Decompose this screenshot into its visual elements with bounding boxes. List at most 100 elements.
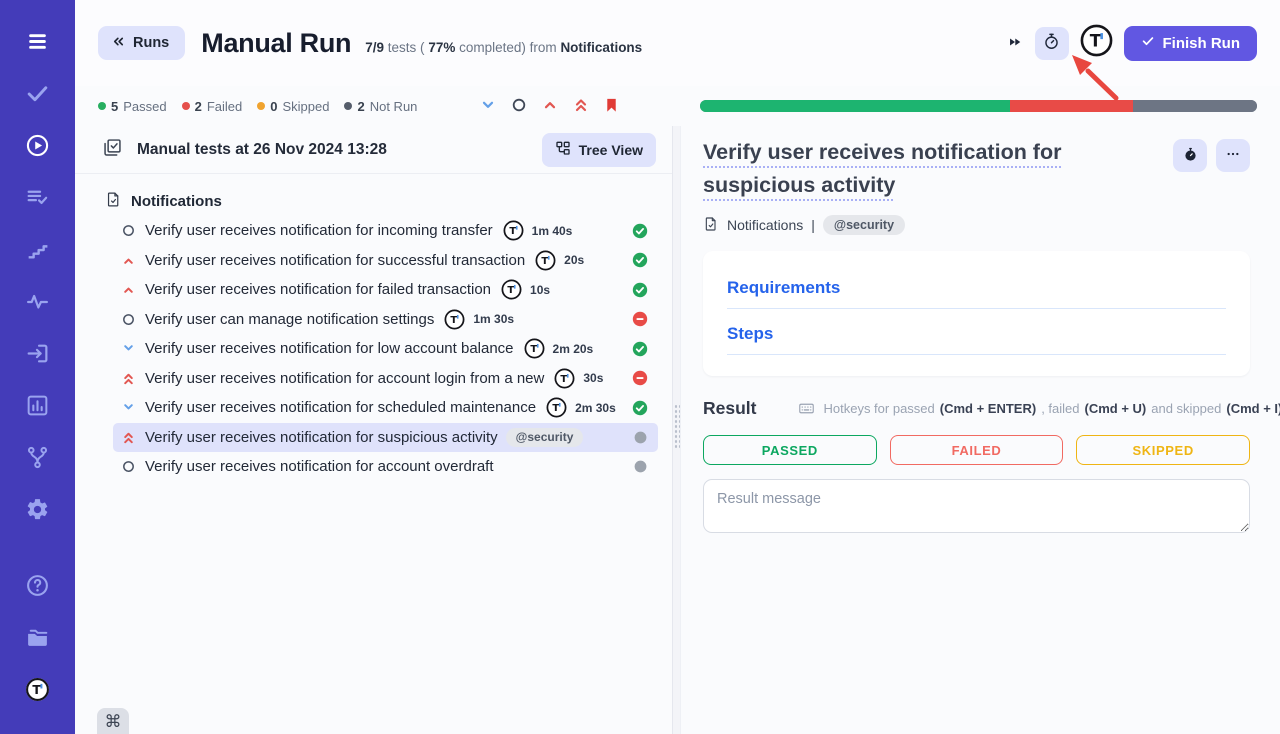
- sidebar-item-folders[interactable]: [0, 611, 75, 663]
- timer-button[interactable]: [1034, 26, 1069, 60]
- resizer-handle-icon: [674, 404, 680, 450]
- test-row[interactable]: Verify user receives notification for su…: [113, 422, 658, 452]
- testomat-logo-icon: T: [524, 338, 545, 359]
- test-title: Verify user receives notification for ac…: [145, 369, 545, 387]
- sidebar-item-steps[interactable]: [0, 223, 75, 275]
- status-passed-icon: [632, 341, 648, 357]
- sidebar-item-menu[interactable]: [0, 15, 75, 67]
- finish-run-button[interactable]: Finish Run: [1123, 25, 1257, 61]
- content: Manual tests at 26 Nov 2024 13:28 Tree V…: [75, 126, 1280, 734]
- priority-highest-icon: [120, 371, 136, 386]
- section-heading[interactable]: Steps: [727, 324, 774, 343]
- sidebar-item-import[interactable]: [0, 327, 75, 379]
- result-failed-button[interactable]: FAILED: [889, 435, 1064, 465]
- circle-icon: [511, 97, 527, 116]
- gear-icon: [25, 497, 50, 522]
- section-divider: [727, 354, 1226, 355]
- test-rows: Verify user receives notification for in…: [105, 216, 658, 482]
- sidebar-item-check[interactable]: [0, 67, 75, 119]
- count-label: Skipped: [282, 98, 330, 114]
- priority-low-icon: [120, 400, 136, 415]
- result-message-input[interactable]: [703, 479, 1250, 533]
- test-title: Verify user receives notification for fa…: [145, 281, 492, 299]
- status-dot-icon: [98, 102, 106, 110]
- test-row[interactable]: Verify user receives notification for lo…: [113, 334, 658, 364]
- test-row[interactable]: Verify user can manage notification sett…: [113, 305, 658, 335]
- fast-forward-button[interactable]: [1006, 33, 1024, 54]
- testomat-logo-icon: T: [554, 368, 575, 389]
- filter-chevrons-up-button[interactable]: [572, 96, 590, 117]
- priority-unset-icon: [120, 312, 136, 327]
- tree-view-button[interactable]: Tree View: [541, 132, 656, 167]
- test-timer-button[interactable]: [1173, 139, 1207, 172]
- sidebar-item-logo[interactable]: T: [0, 663, 75, 715]
- test-duration: 1m 40s: [531, 223, 573, 238]
- completed-pct: 77%: [428, 39, 456, 55]
- play-circle-icon: [25, 133, 50, 158]
- priority-high-icon: [120, 282, 136, 297]
- svg-text:T: T: [32, 682, 41, 697]
- chart-icon: [25, 393, 50, 418]
- fast-forward-icon: [1008, 35, 1022, 52]
- sidebar-item-chart[interactable]: [0, 379, 75, 431]
- result-head: Result Hotkeys for passed (Cmd + ENTER) …: [703, 398, 1280, 419]
- test-title[interactable]: Verify user receives notification for su…: [703, 140, 1062, 197]
- filter-bookmark-button[interactable]: [603, 96, 620, 117]
- detail-title-row: Verify user receives notification for su…: [703, 136, 1250, 202]
- ellipsis-icon: [1225, 146, 1241, 165]
- filter-chevron-up-button[interactable]: [541, 96, 559, 117]
- result-skipped-button[interactable]: SKIPPED: [1076, 435, 1251, 465]
- test-row[interactable]: Verify user receives notification for ac…: [113, 364, 658, 394]
- sidebar-item-pulse[interactable]: [0, 275, 75, 327]
- test-row[interactable]: Verify user receives notification for in…: [113, 216, 658, 246]
- help-icon: [25, 573, 50, 598]
- panel-resizer[interactable]: [672, 126, 681, 734]
- command-key-hint: ⌘: [97, 708, 129, 734]
- count-value: 2: [194, 98, 202, 114]
- tag-badge[interactable]: @security: [822, 215, 906, 235]
- sidebar-item-help[interactable]: [0, 559, 75, 611]
- sidebar-item-gear[interactable]: [0, 483, 75, 535]
- section-heading[interactable]: Requirements: [727, 278, 841, 297]
- more-options-button[interactable]: [1216, 139, 1250, 172]
- priority-filters: [479, 96, 620, 117]
- back-to-runs-button[interactable]: Runs: [98, 26, 186, 60]
- test-row[interactable]: Verify user receives notification for fa…: [113, 275, 658, 305]
- branch-icon: [25, 445, 50, 470]
- sidebar-item-play-circle[interactable]: [0, 119, 75, 171]
- progress-segment-failed: [1009, 100, 1134, 112]
- command-icon: ⌘: [104, 712, 122, 731]
- breadcrumb[interactable]: Notifications: [727, 217, 804, 233]
- test-duration: 10s: [530, 282, 551, 297]
- priority-highest-icon: [120, 430, 136, 445]
- chevron-up-icon: [542, 97, 558, 116]
- sidebar-item-branch[interactable]: [0, 431, 75, 483]
- testomat-logo-icon[interactable]: T: [1080, 24, 1113, 62]
- filter-circle-button[interactable]: [510, 96, 528, 117]
- test-title: Verify user receives notification for in…: [145, 222, 493, 240]
- test-title: Verify user can manage notification sett…: [145, 310, 435, 328]
- suite-folder-row[interactable]: Notifications: [105, 186, 658, 216]
- result-passed-button[interactable]: PASSED: [703, 435, 877, 465]
- stopwatch-icon: [1042, 32, 1061, 54]
- progress-segment-passed: [700, 100, 1010, 112]
- test-title: Verify user receives notification for su…: [145, 428, 498, 446]
- status-failed-icon: [632, 311, 648, 327]
- status-passed-icon: [632, 282, 648, 298]
- filter-chevron-down-button[interactable]: [479, 96, 497, 117]
- status-passed-icon: [632, 252, 648, 268]
- status-dot-icon: [257, 102, 266, 110]
- test-row[interactable]: Verify user receives notification for ac…: [113, 452, 658, 482]
- status-failed-icon: [632, 370, 648, 386]
- keyboard-icon: [798, 400, 815, 417]
- svg-text:T: T: [542, 256, 549, 267]
- priority-unset-icon: [120, 459, 136, 474]
- sidebar-item-list-check[interactable]: [0, 171, 75, 223]
- test-row[interactable]: Verify user receives notification for sc…: [113, 393, 658, 423]
- test-list: Notifications Verify user receives notif…: [75, 174, 672, 482]
- section-requirements: Requirements: [727, 278, 1226, 309]
- test-row[interactable]: Verify user receives notification for su…: [113, 246, 658, 276]
- tree-view-icon: [555, 140, 571, 159]
- svg-text:T: T: [530, 344, 537, 355]
